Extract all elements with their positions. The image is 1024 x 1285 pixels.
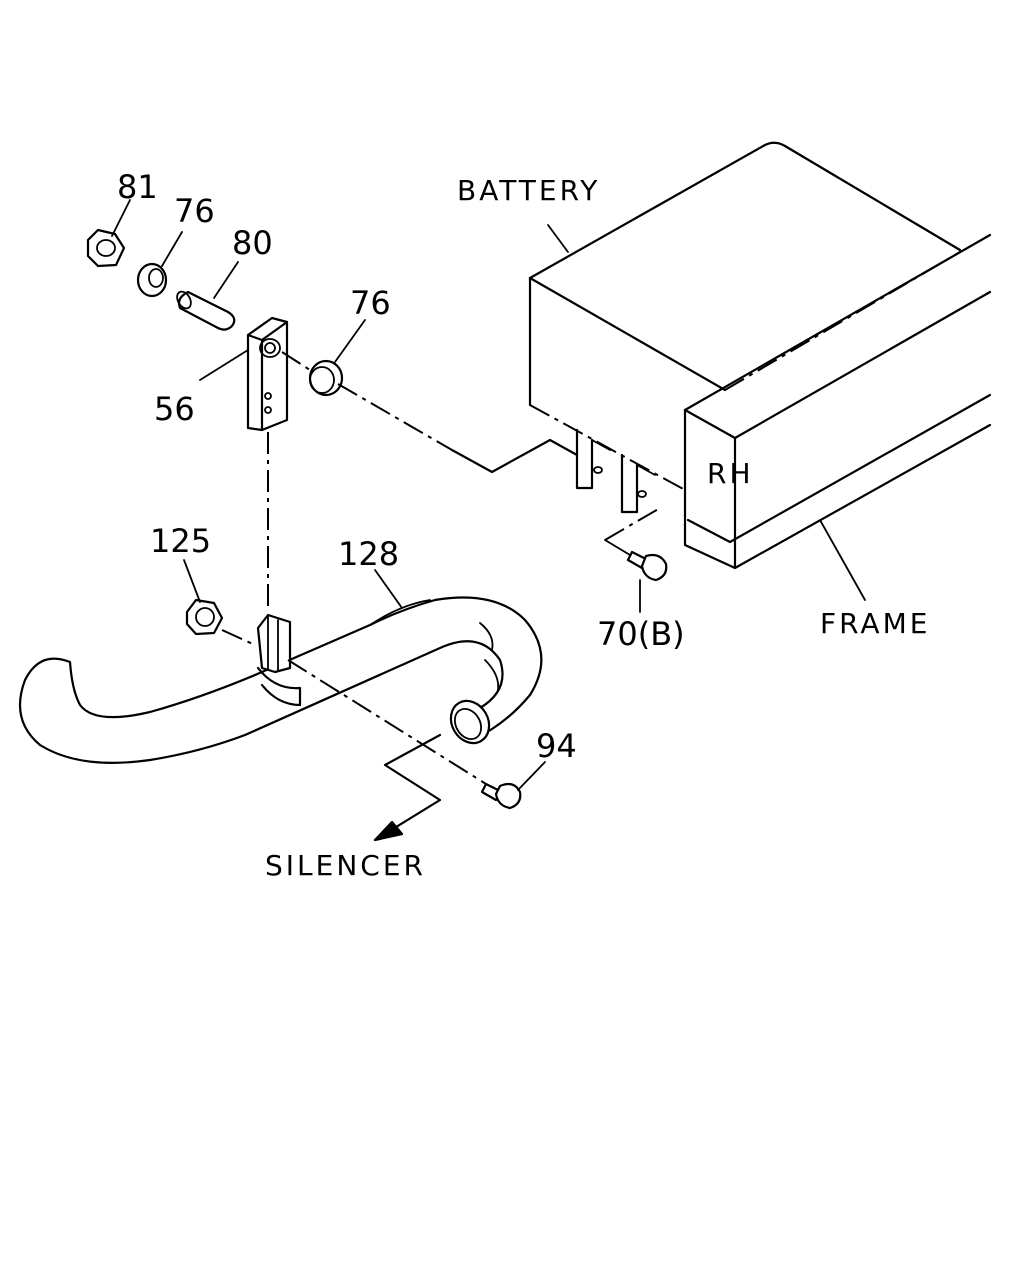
bolt-94 xyxy=(480,782,522,810)
part-70b-label: 70(B) xyxy=(597,615,685,653)
bracket-56 xyxy=(246,316,289,432)
part-125-label: 125 xyxy=(150,522,211,560)
battery-label: BATTERY xyxy=(457,174,600,207)
frame-label: FRAME xyxy=(820,607,930,640)
part-94-label: 94 xyxy=(536,727,577,765)
part-76-right-label: 76 xyxy=(350,284,391,322)
battery-box xyxy=(528,141,962,514)
spacer-76-right xyxy=(308,359,344,397)
part-81-label: 81 xyxy=(117,168,158,206)
frame-rail xyxy=(683,233,992,570)
part-56-label: 56 xyxy=(154,390,195,428)
washer-76-top xyxy=(136,262,168,298)
rh-label: RH xyxy=(707,457,754,490)
silencer-label: SILENCER xyxy=(265,849,426,882)
part-128-label: 128 xyxy=(338,535,399,573)
guide-lines xyxy=(111,199,866,842)
part-76-top-label: 76 xyxy=(174,192,215,230)
nut-81 xyxy=(86,228,126,268)
bolt-70b xyxy=(626,550,668,582)
exhaust-pipe-128 xyxy=(18,596,543,764)
nut-125 xyxy=(185,598,224,636)
pin-80 xyxy=(176,290,236,331)
part-80-label: 80 xyxy=(232,224,273,262)
